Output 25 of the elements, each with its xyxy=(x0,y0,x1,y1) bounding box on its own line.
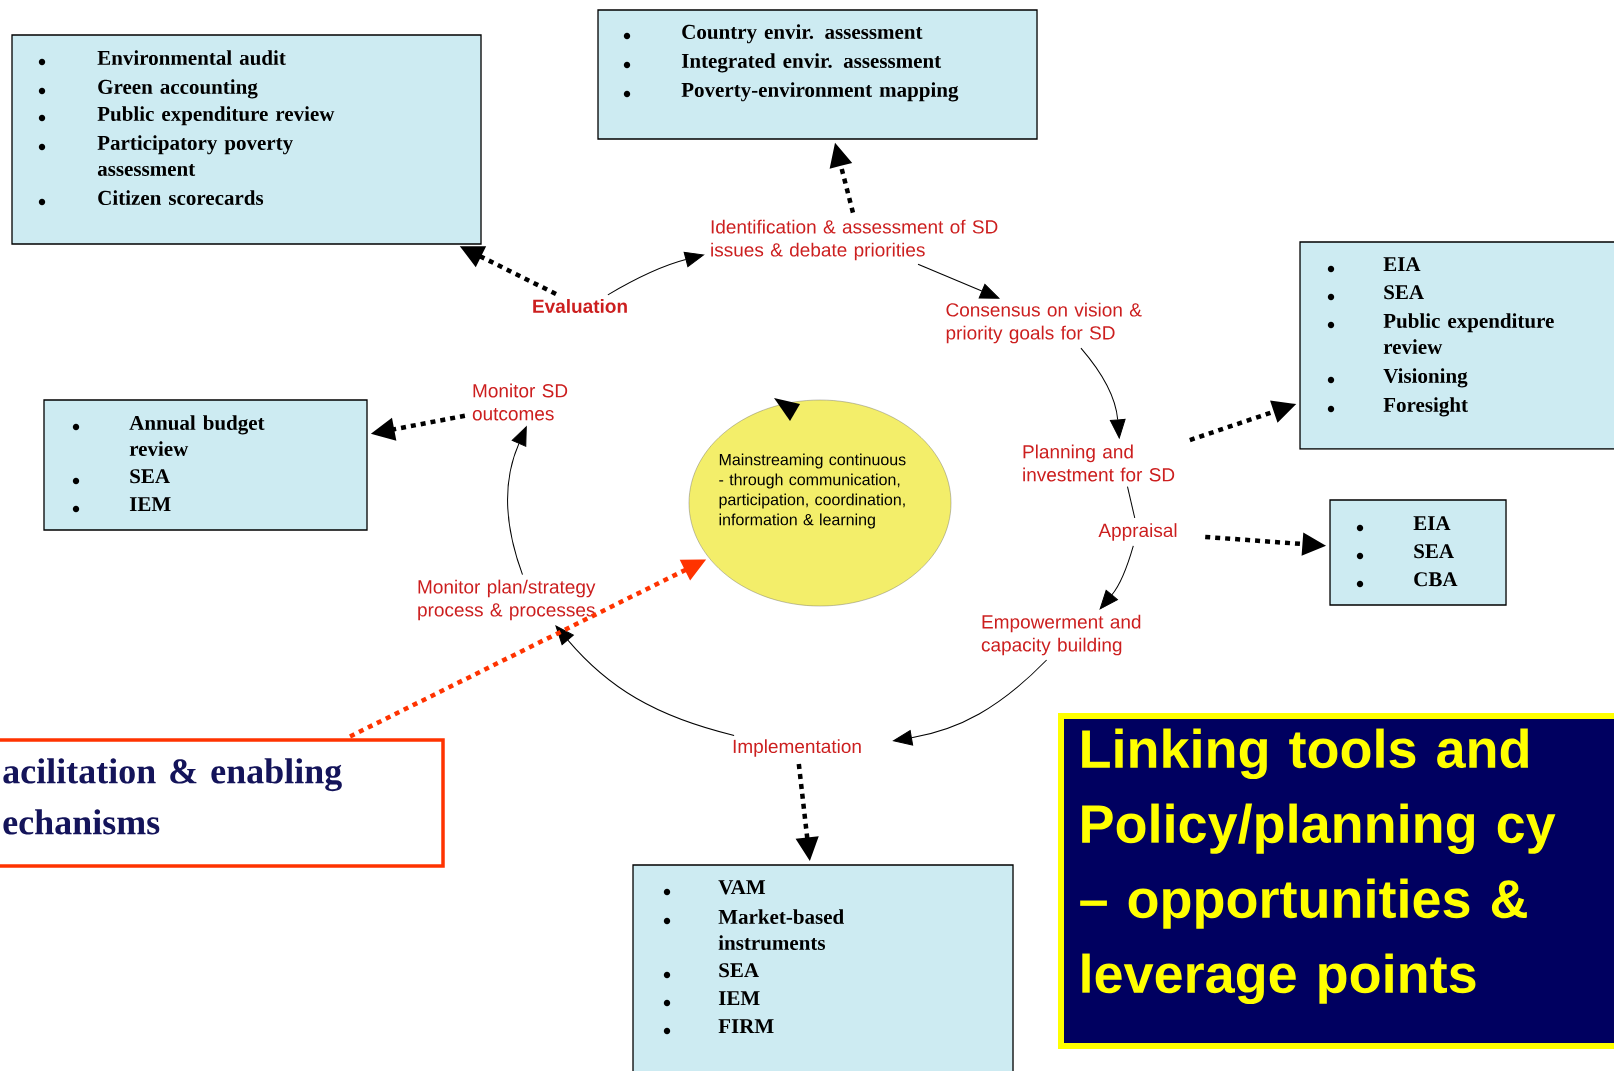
tool-list-box: VAM Market-based instruments SEA IEM FIRM xyxy=(632,864,1014,1071)
stage-label: Identification & assessment of SD issues & debate priorities xyxy=(711,219,998,261)
cycle-arrow xyxy=(555,625,735,736)
cycle-arrow xyxy=(917,263,1000,299)
cycle-arrow xyxy=(1080,347,1126,439)
tool-list-box: Environmental audit Green accounting Public expenditure review Participatory poverty assessment Citizen scorecards xyxy=(11,34,482,245)
cycle-arrow xyxy=(1099,545,1134,610)
tool-list-box: Country envir. assessment Integrated envir. assessment Poverty-environment mapping xyxy=(597,9,1038,140)
stage-label: Empowerment and capacity building xyxy=(981,614,1141,656)
stage-label: Implementation xyxy=(733,739,861,757)
stage-label: Monitor SD outcomes xyxy=(472,383,568,421)
tool-list-box: Annual budget review SEA IEM xyxy=(43,399,368,531)
facilitation-box: acilitation & enabling echanisms xyxy=(0,738,445,868)
stage-label: Monitor plan/strategy process & processes xyxy=(418,579,596,621)
stage-label: Planning and investment for SD xyxy=(1023,444,1175,482)
cycle-arrow xyxy=(893,659,1048,746)
stage-label: Appraisal xyxy=(1098,523,1177,541)
cycle-arrow xyxy=(506,426,527,576)
cycle-line xyxy=(1127,486,1136,519)
tool-list-box: EIA SEA Public expenditure review Visioning Foresight xyxy=(1299,241,1614,450)
title-banner: Linking tools and Policy/planning cy – opportunities & leverage points xyxy=(1058,713,1614,1049)
cycle-arrow xyxy=(607,251,705,296)
stage-label: Consensus on vision & priority goals for SD xyxy=(946,302,1142,344)
tool-list-box: EIA SEA CBA xyxy=(1329,499,1507,606)
stage-label: Evaluation xyxy=(533,299,627,313)
